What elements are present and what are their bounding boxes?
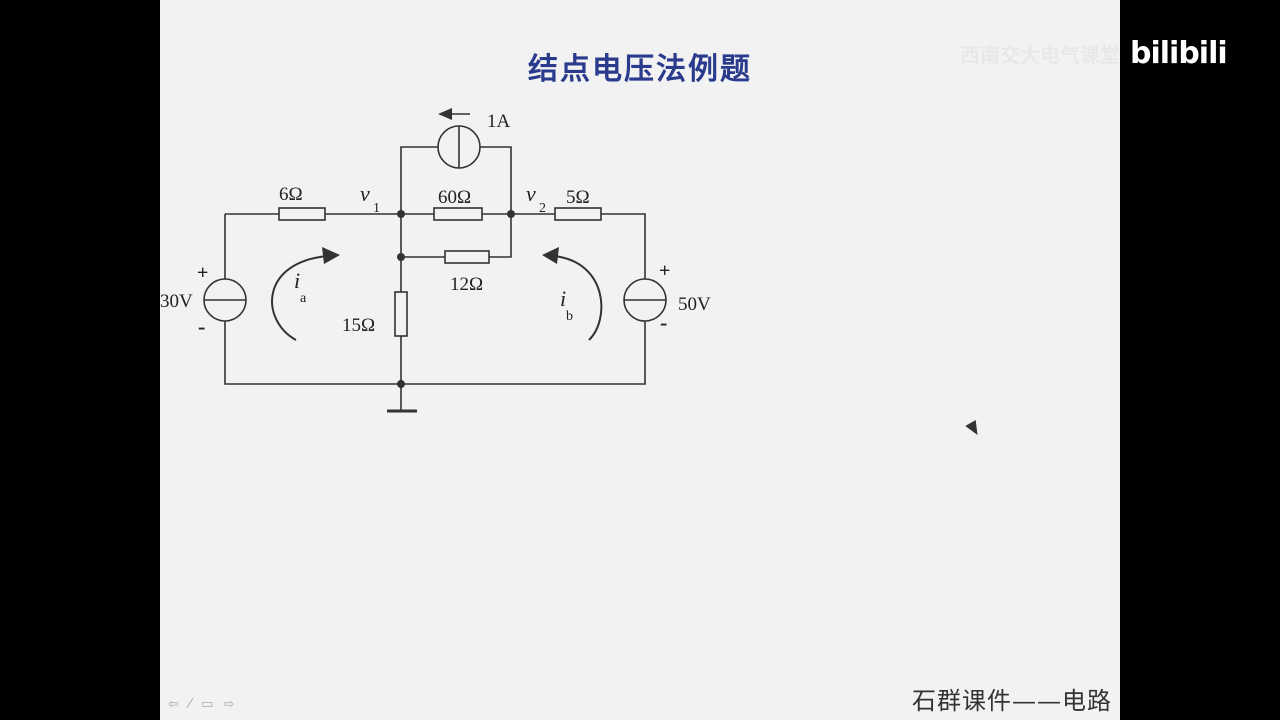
slide-footer: 石群课件——电路 — [912, 687, 1112, 715]
label-r15: 15Ω — [342, 315, 375, 336]
label-v-left: 30V — [160, 291, 193, 312]
next-arrow-icon[interactable]: ⇨ — [223, 697, 235, 712]
label-node-v2-sub: 2 — [539, 201, 546, 216]
menu-icon[interactable]: ▭ — [201, 697, 214, 712]
label-left-plus: + — [197, 262, 208, 284]
bilibili-logo: bilibili — [1130, 36, 1228, 71]
label-r5: 5Ω — [566, 187, 590, 208]
circuit-diagram: 1A 6Ω 60Ω 5Ω 12Ω 15Ω 30V 50V v 1 v 2 i a… — [160, 108, 711, 413]
wires — [224, 146, 646, 413]
loop-arrow-a — [271, 255, 329, 341]
label-current-source: 1A — [487, 111, 511, 132]
watermark: 西南交大电气课堂 bilibili — [960, 36, 1228, 71]
label-r12: 12Ω — [450, 274, 483, 295]
pen-icon[interactable]: ⁄ — [188, 697, 192, 712]
nodes — [397, 210, 515, 388]
resistor-60 — [433, 207, 483, 221]
label-loop-a: i — [294, 268, 300, 293]
label-node-v1: v — [360, 181, 370, 206]
voltage-source-right — [623, 278, 667, 322]
label-node-v2: v — [526, 181, 536, 206]
label-r6: 6Ω — [279, 184, 303, 205]
watermark-text: 西南交大电气课堂 — [960, 43, 1120, 67]
loop-arrow-b — [553, 255, 603, 341]
slide: 结点电压法例题 — [160, 0, 1120, 720]
slide-nav: ⇦ ⁄ ▭ ⇨ — [168, 697, 234, 712]
label-left-minus: - — [198, 314, 205, 339]
resistor-5 — [554, 207, 602, 221]
label-node-v1-sub: 1 — [373, 201, 380, 216]
current-source — [437, 108, 481, 169]
label-right-minus: - — [660, 310, 667, 335]
label-right-plus: + — [659, 260, 670, 282]
slide-title: 结点电压法例题 — [528, 52, 752, 87]
label-loop-b-sub: b — [566, 309, 573, 324]
resistor-12 — [444, 250, 490, 264]
label-r60: 60Ω — [438, 187, 471, 208]
label-loop-b: i — [560, 286, 566, 311]
resistor-15 — [394, 291, 408, 337]
resistor-6 — [278, 207, 326, 221]
label-v-right: 50V — [678, 294, 711, 315]
prev-arrow-icon[interactable]: ⇦ — [168, 697, 179, 712]
label-loop-a-sub: a — [300, 291, 307, 306]
voltage-source-left — [203, 278, 247, 322]
